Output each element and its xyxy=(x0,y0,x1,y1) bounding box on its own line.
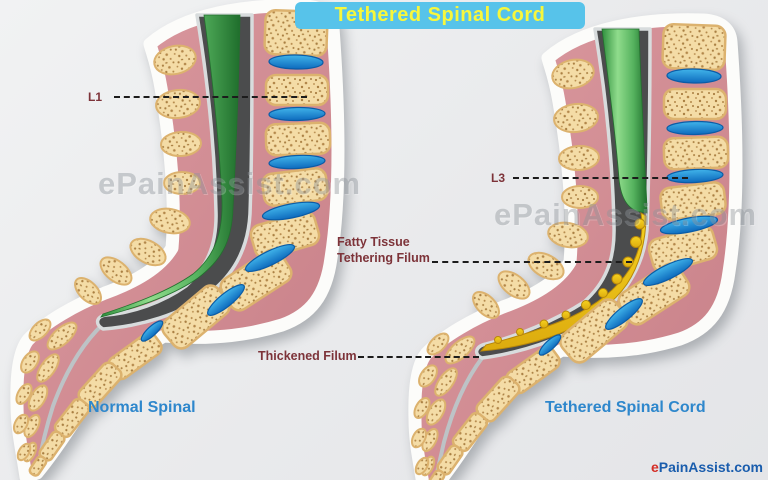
l1-level-label: L1 xyxy=(88,90,103,104)
site-credit: ePainAssist.com xyxy=(651,459,763,475)
l3-level-label: L3 xyxy=(491,171,506,185)
fatty-tissue-leader-line xyxy=(432,261,632,263)
fatty-thickened-filum xyxy=(479,212,647,352)
fatty-tissue-label: Fatty Tissue Tethering Filum xyxy=(337,234,430,266)
title-banner: Tethered Spinal Cord xyxy=(295,2,585,29)
tethered-dural-sac xyxy=(474,27,652,360)
site-credit-e: e xyxy=(650,459,659,475)
fatty-tissue-label-line2: Tethering Filum xyxy=(337,251,430,265)
watermark-left: ePainAssist.com xyxy=(98,166,362,201)
tethered-spinal-cord xyxy=(601,28,648,214)
site-credit-rest: PainAssist.com xyxy=(658,459,763,475)
normal-spinal-cord xyxy=(100,14,241,318)
tethered-spine-caption: Tethered Spinal Cord xyxy=(545,399,706,416)
normal-spine-illustration xyxy=(9,6,338,477)
fatty-tissue-label-line1: Fatty Tissue xyxy=(337,235,410,249)
tethered-spine-illustration xyxy=(407,20,736,480)
watermark-right: ePainAssist.com xyxy=(494,197,758,232)
thickened-filum-label: Thickened Filum xyxy=(258,349,357,363)
thickened-filum-leader-line xyxy=(358,356,479,358)
page-title: Tethered Spinal Cord xyxy=(334,4,546,26)
normal-spine-caption: Normal Spinal xyxy=(88,399,196,416)
l1-leader-line xyxy=(114,96,307,98)
l3-leader-line xyxy=(513,177,688,179)
